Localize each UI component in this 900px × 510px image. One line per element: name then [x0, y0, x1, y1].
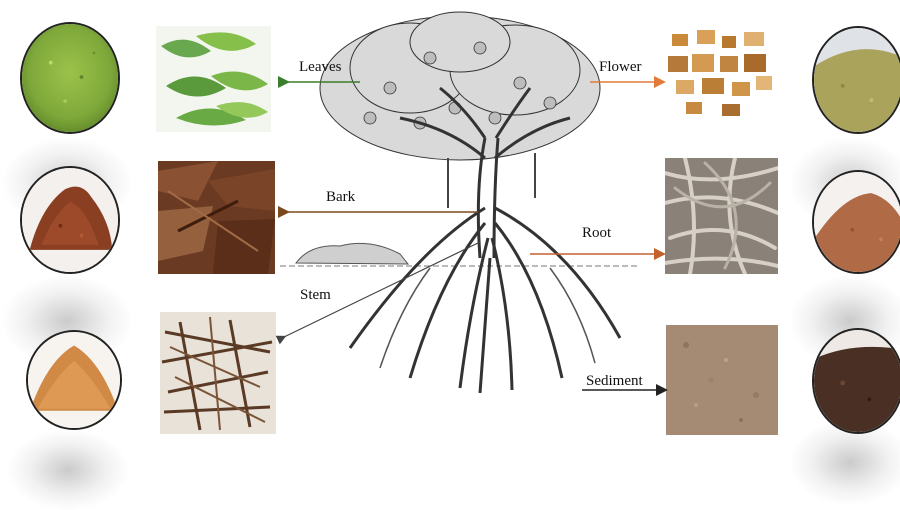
label-flower: Flower	[599, 59, 642, 76]
label-stem: Stem	[300, 287, 331, 304]
label-leaves: Leaves	[299, 59, 341, 76]
label-bark: Bark	[326, 189, 355, 206]
label-sediment: Sediment	[586, 373, 643, 390]
label-root: Root	[582, 225, 611, 242]
